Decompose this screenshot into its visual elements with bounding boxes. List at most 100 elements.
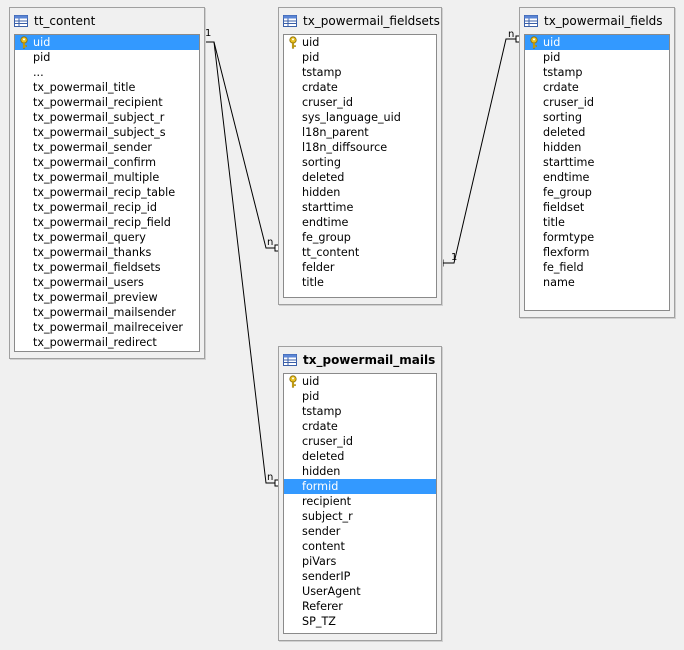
field-row[interactable]: tx_powermail_recip_field (15, 215, 199, 230)
field-name: fieldset (543, 201, 585, 214)
field-name: sorting (543, 111, 582, 124)
field-row[interactable]: tx_powermail_multiple (15, 170, 199, 185)
field-row[interactable]: flexform (525, 245, 669, 260)
field-name: felder (302, 261, 335, 274)
field-row[interactable]: pid (15, 50, 199, 65)
table-title: tx_powermail_fields (544, 14, 663, 28)
field-name: tx_powermail_thanks (33, 246, 152, 259)
field-row[interactable]: senderIP (284, 569, 436, 584)
field-row[interactable]: cruser_id (284, 95, 436, 110)
field-row[interactable]: fieldset (525, 200, 669, 215)
field-row[interactable]: tx_powermail_recip_id (15, 200, 199, 215)
field-name: recipient (302, 495, 352, 508)
field-row[interactable]: cruser_id (525, 95, 669, 110)
field-row[interactable]: deleted (284, 449, 436, 464)
field-row[interactable]: endtime (284, 215, 436, 230)
field-row[interactable]: recipient (284, 494, 436, 509)
field-row[interactable]: deleted (525, 125, 669, 140)
table-header[interactable]: tx_powermail_fields (520, 8, 674, 34)
table-header[interactable]: tx_powermail_mails (279, 347, 441, 373)
field-row[interactable]: subject_r (284, 509, 436, 524)
field-row[interactable]: tx_powermail_recip_table (15, 185, 199, 200)
field-row[interactable]: tx_powermail_recipient (15, 95, 199, 110)
field-row[interactable]: pid (525, 50, 669, 65)
field-row[interactable]: formtype (525, 230, 669, 245)
field-row[interactable]: tstamp (284, 65, 436, 80)
field-row[interactable]: ... (15, 65, 199, 80)
field-row[interactable]: UserAgent (284, 584, 436, 599)
field-row[interactable]: piVars (284, 554, 436, 569)
field-row[interactable]: tt_content (284, 245, 436, 260)
field-row[interactable]: starttime (525, 155, 669, 170)
field-row[interactable]: tx_powermail_users (15, 275, 199, 290)
field-row[interactable]: l18n_diffsource (284, 140, 436, 155)
field-row[interactable]: tx_powermail_mailsender (15, 305, 199, 320)
field-name: tx_powermail_query (33, 231, 146, 244)
field-row[interactable]: tx_powermail_title (15, 80, 199, 95)
field-row[interactable]: l18n_parent (284, 125, 436, 140)
field-row-primary-key[interactable]: uid (15, 35, 199, 50)
field-row[interactable]: tstamp (525, 65, 669, 80)
field-row[interactable]: title (284, 275, 436, 290)
field-row[interactable]: tx_powermail_confirm (15, 155, 199, 170)
field-row-primary-key[interactable]: uid (284, 35, 436, 50)
field-row[interactable]: fe_group (284, 230, 436, 245)
field-row[interactable]: formid (284, 479, 436, 494)
card-label-content-mails-to: n (267, 472, 274, 483)
field-row[interactable]: pid (284, 50, 436, 65)
field-row[interactable]: crdate (284, 80, 436, 95)
field-row[interactable]: Referer (284, 599, 436, 614)
table-icon (283, 15, 297, 27)
field-row[interactable]: tx_powermail_subject_s (15, 125, 199, 140)
field-row[interactable]: tx_powermail_subject_r (15, 110, 199, 125)
table-header[interactable]: tx_powermail_fieldsets (279, 8, 441, 34)
field-row[interactable]: crdate (284, 419, 436, 434)
field-row[interactable]: sorting (525, 110, 669, 125)
key-icon (20, 36, 28, 49)
field-name: tx_powermail_subject_s (33, 126, 166, 139)
field-row-primary-key[interactable]: uid (525, 35, 669, 50)
field-row[interactable]: tx_powermail_redirect (15, 335, 199, 350)
field-row[interactable]: SP_TZ (284, 614, 436, 629)
field-row[interactable]: deleted (284, 170, 436, 185)
field-row[interactable]: tstamp (284, 404, 436, 419)
field-row[interactable]: cruser_id (284, 434, 436, 449)
field-row[interactable]: hidden (284, 464, 436, 479)
field-row[interactable]: sorting (284, 155, 436, 170)
field-row[interactable]: content (284, 539, 436, 554)
field-row[interactable]: fe_group (525, 185, 669, 200)
field-row[interactable]: fe_field (525, 260, 669, 275)
field-row[interactable]: felder (284, 260, 436, 275)
field-row[interactable]: sender (284, 524, 436, 539)
field-row[interactable]: tx_powermail_mailreceiver (15, 320, 199, 335)
field-row[interactable]: tx_powermail_preview (15, 290, 199, 305)
field-name: fe_group (543, 186, 592, 199)
field-row[interactable]: crdate (525, 80, 669, 95)
field-row-primary-key[interactable]: uid (284, 374, 436, 389)
field-row[interactable]: hidden (284, 185, 436, 200)
field-row[interactable]: tx_powermail_sender (15, 140, 199, 155)
field-name: piVars (302, 555, 337, 568)
field-row[interactable]: tx_powermail_fieldsets (15, 260, 199, 275)
field-row[interactable]: hidden (525, 140, 669, 155)
table-header[interactable]: tt_content (10, 8, 204, 34)
field-name: fe_group (302, 231, 351, 244)
field-row[interactable]: endtime (525, 170, 669, 185)
field-row[interactable]: tx_powermail_query (15, 230, 199, 245)
field-row[interactable]: name (525, 275, 669, 290)
field-row[interactable]: title (525, 215, 669, 230)
field-name: subject_r (302, 510, 353, 523)
field-row[interactable]: tx_powermail_thanks (15, 245, 199, 260)
field-name: title (302, 276, 324, 289)
field-row[interactable]: starttime (284, 200, 436, 215)
field-row[interactable]: sys_language_uid (284, 110, 436, 125)
field-row[interactable]: pid (284, 389, 436, 404)
